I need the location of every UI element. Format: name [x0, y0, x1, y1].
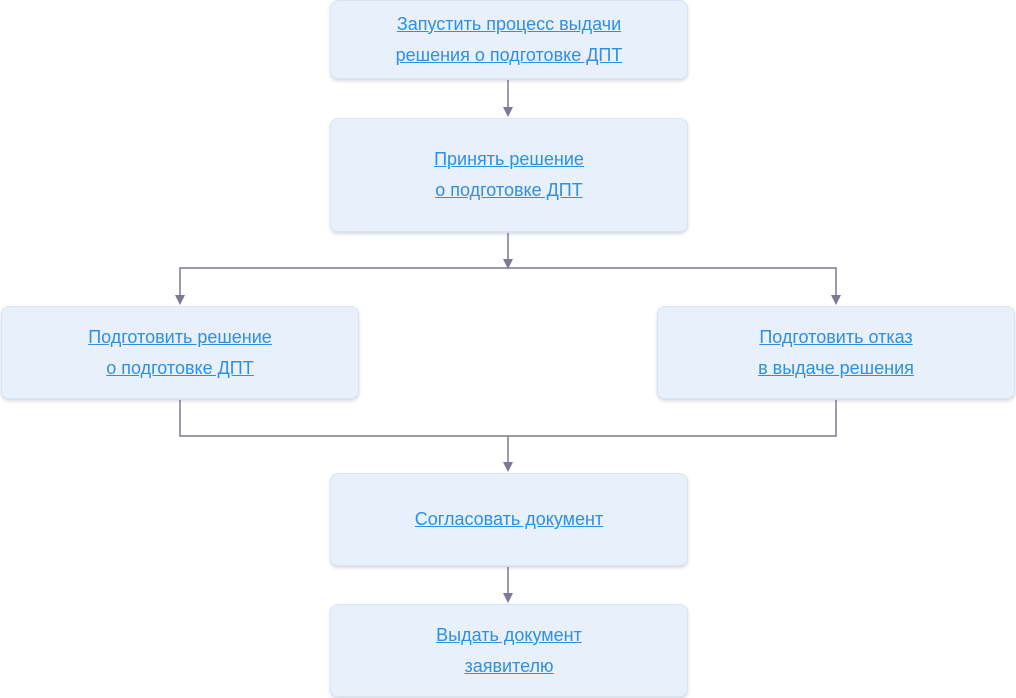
start-process-link[interactable]: Запустить процесс выдачи решения о подго…: [396, 9, 623, 71]
prepare-refusal-line1: Подготовить отказ: [759, 326, 913, 347]
connector-split-left: [179, 267, 508, 296]
prepare-refusal-line2: в выдаче решения: [758, 357, 914, 378]
arrowhead-to-decision: [503, 107, 513, 117]
issue-document-line2: заявителю: [464, 655, 554, 676]
arrowhead-to-prepare-refusal: [831, 295, 841, 305]
node-make-decision: Принять решение о подготовке ДПТ: [330, 118, 688, 232]
node-approve-document: Согласовать документ: [330, 473, 688, 566]
prepare-decision-line2: о подготовке ДПТ: [106, 357, 254, 378]
make-decision-line1: Принять решение: [434, 149, 584, 169]
connector-split-right: [508, 267, 837, 296]
issue-document-line1: Выдать документ: [436, 624, 582, 645]
connector-merge: [179, 400, 837, 437]
arrowhead-to-issue: [503, 593, 513, 603]
make-decision-line2: о подготовке ДПТ: [435, 180, 583, 200]
node-issue-document: Выдать документ заявителю: [330, 604, 688, 697]
node-start-process: Запустить процесс выдачи решения о подго…: [330, 0, 688, 79]
approve-document-link[interactable]: Согласовать документ: [415, 504, 603, 535]
arrowhead-to-prepare-decision: [175, 295, 185, 305]
start-process-line1: Запустить процесс выдачи: [396, 13, 622, 34]
node-prepare-decision: Подготовить решение о подготовке ДПТ: [1, 306, 359, 399]
arrowhead-split-center: [503, 259, 513, 269]
prepare-decision-link[interactable]: Подготовить решение о подготовке ДПТ: [88, 322, 272, 384]
issue-document-link[interactable]: Выдать документ заявителю: [436, 620, 582, 682]
node-prepare-refusal: Подготовить отказ в выдаче решения: [657, 306, 1015, 399]
prepare-refusal-link[interactable]: Подготовить отказ в выдаче решения: [758, 322, 914, 384]
start-process-line2: решения о подготовке ДПТ: [395, 44, 623, 65]
arrowhead-to-approve: [503, 462, 513, 472]
make-decision-link[interactable]: Принять решение о подготовке ДПТ: [434, 144, 584, 206]
prepare-decision-line1: Подготовить решение: [88, 326, 272, 347]
approve-document-line1: Согласовать документ: [414, 509, 604, 529]
